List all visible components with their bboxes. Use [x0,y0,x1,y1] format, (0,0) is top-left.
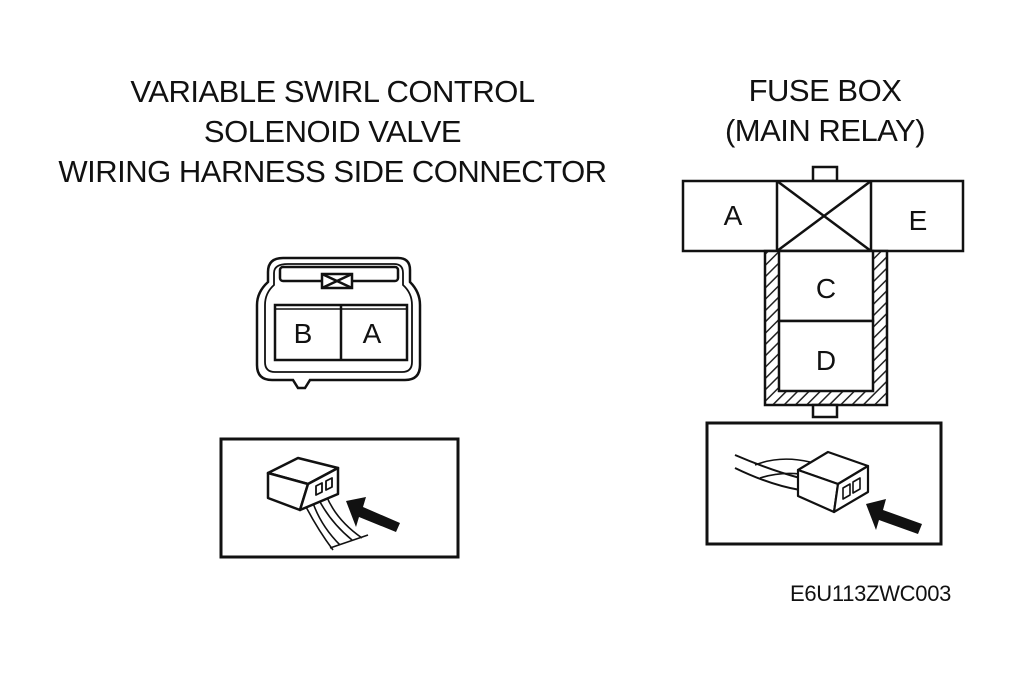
relay-connector-sketch-icon [734,450,870,514]
figure-code: E6U113ZWC003 [790,581,952,606]
right-title-line-2: (MAIN RELAY) [724,113,926,148]
solenoid-view-direction-inset [219,437,460,559]
left-title-line-1: VARIABLE SWIRL CONTROL [130,74,535,109]
solenoid-connector-face [255,256,422,390]
right-diagram-title: FUSE BOX (MAIN RELAY) [690,71,960,151]
connector-sketch-icon [266,456,369,551]
left-title-line-2: SOLENOID VALVE [203,114,462,149]
connector-pin-a: A [363,318,382,349]
view-arrow-icon [866,499,922,534]
left-title-line-3: WIRING HARNESS SIDE CONNECTOR [58,154,607,189]
fuse-box-pin-c: C [816,273,836,304]
fuse-box-pin-d: D [816,345,836,376]
fuse-box-pin-e: E [909,205,928,236]
fuse-box-view-direction-inset [705,421,943,546]
connector-pin-b: B [294,318,313,349]
view-arrow-icon [346,497,400,532]
right-title-line-1: FUSE BOX [748,73,902,108]
left-diagram-title: VARIABLE SWIRL CONTROL SOLENOID VALVE WI… [20,72,645,192]
fuse-box-relay-face [681,165,965,419]
fuse-box-pin-a: A [724,200,743,231]
